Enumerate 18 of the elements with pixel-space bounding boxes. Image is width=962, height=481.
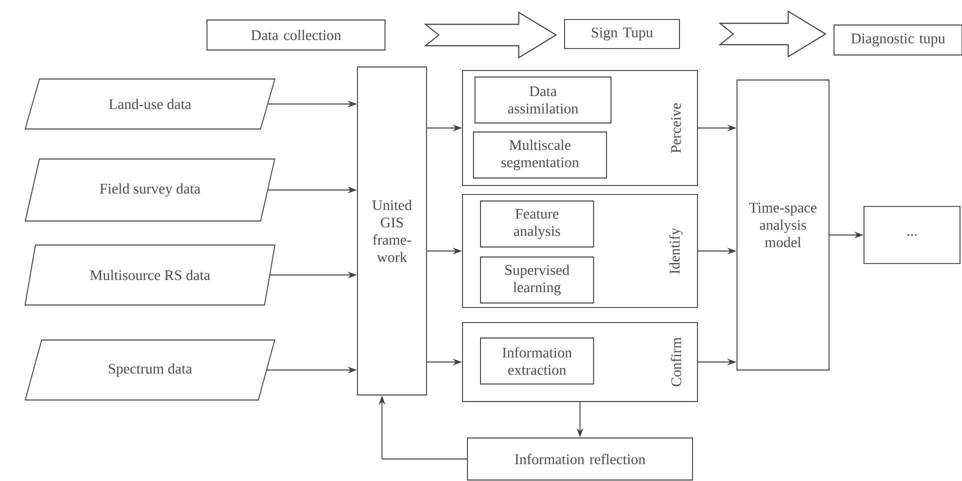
process-box: ... bbox=[864, 206, 960, 264]
process-box: Multiscale segmentation bbox=[473, 132, 608, 178]
process-box: Supervised learning bbox=[480, 256, 594, 304]
process-box: Time-space analysis model bbox=[736, 80, 830, 370]
process-box: Data assimilation bbox=[474, 76, 612, 124]
data-input-parallelogram: Field survey data bbox=[24, 158, 276, 222]
block-arrow bbox=[424, 11, 558, 59]
data-input-parallelogram: Spectrum data bbox=[24, 340, 276, 400]
process-box: Information extraction bbox=[480, 338, 594, 384]
process-box: Feature analysis bbox=[480, 200, 594, 248]
process-box: Data collection bbox=[206, 20, 386, 50]
data-input-parallelogram: Multisource RS data bbox=[24, 244, 276, 306]
block-arrow bbox=[718, 10, 827, 58]
process-box: Sign Tupu bbox=[564, 19, 680, 49]
process-box: United GIS frame-work bbox=[357, 66, 427, 396]
process-box: Diagnostic tupu bbox=[834, 24, 962, 56]
data-input-parallelogram: Land-use data bbox=[24, 78, 276, 130]
process-box: Information reflection bbox=[467, 438, 694, 480]
